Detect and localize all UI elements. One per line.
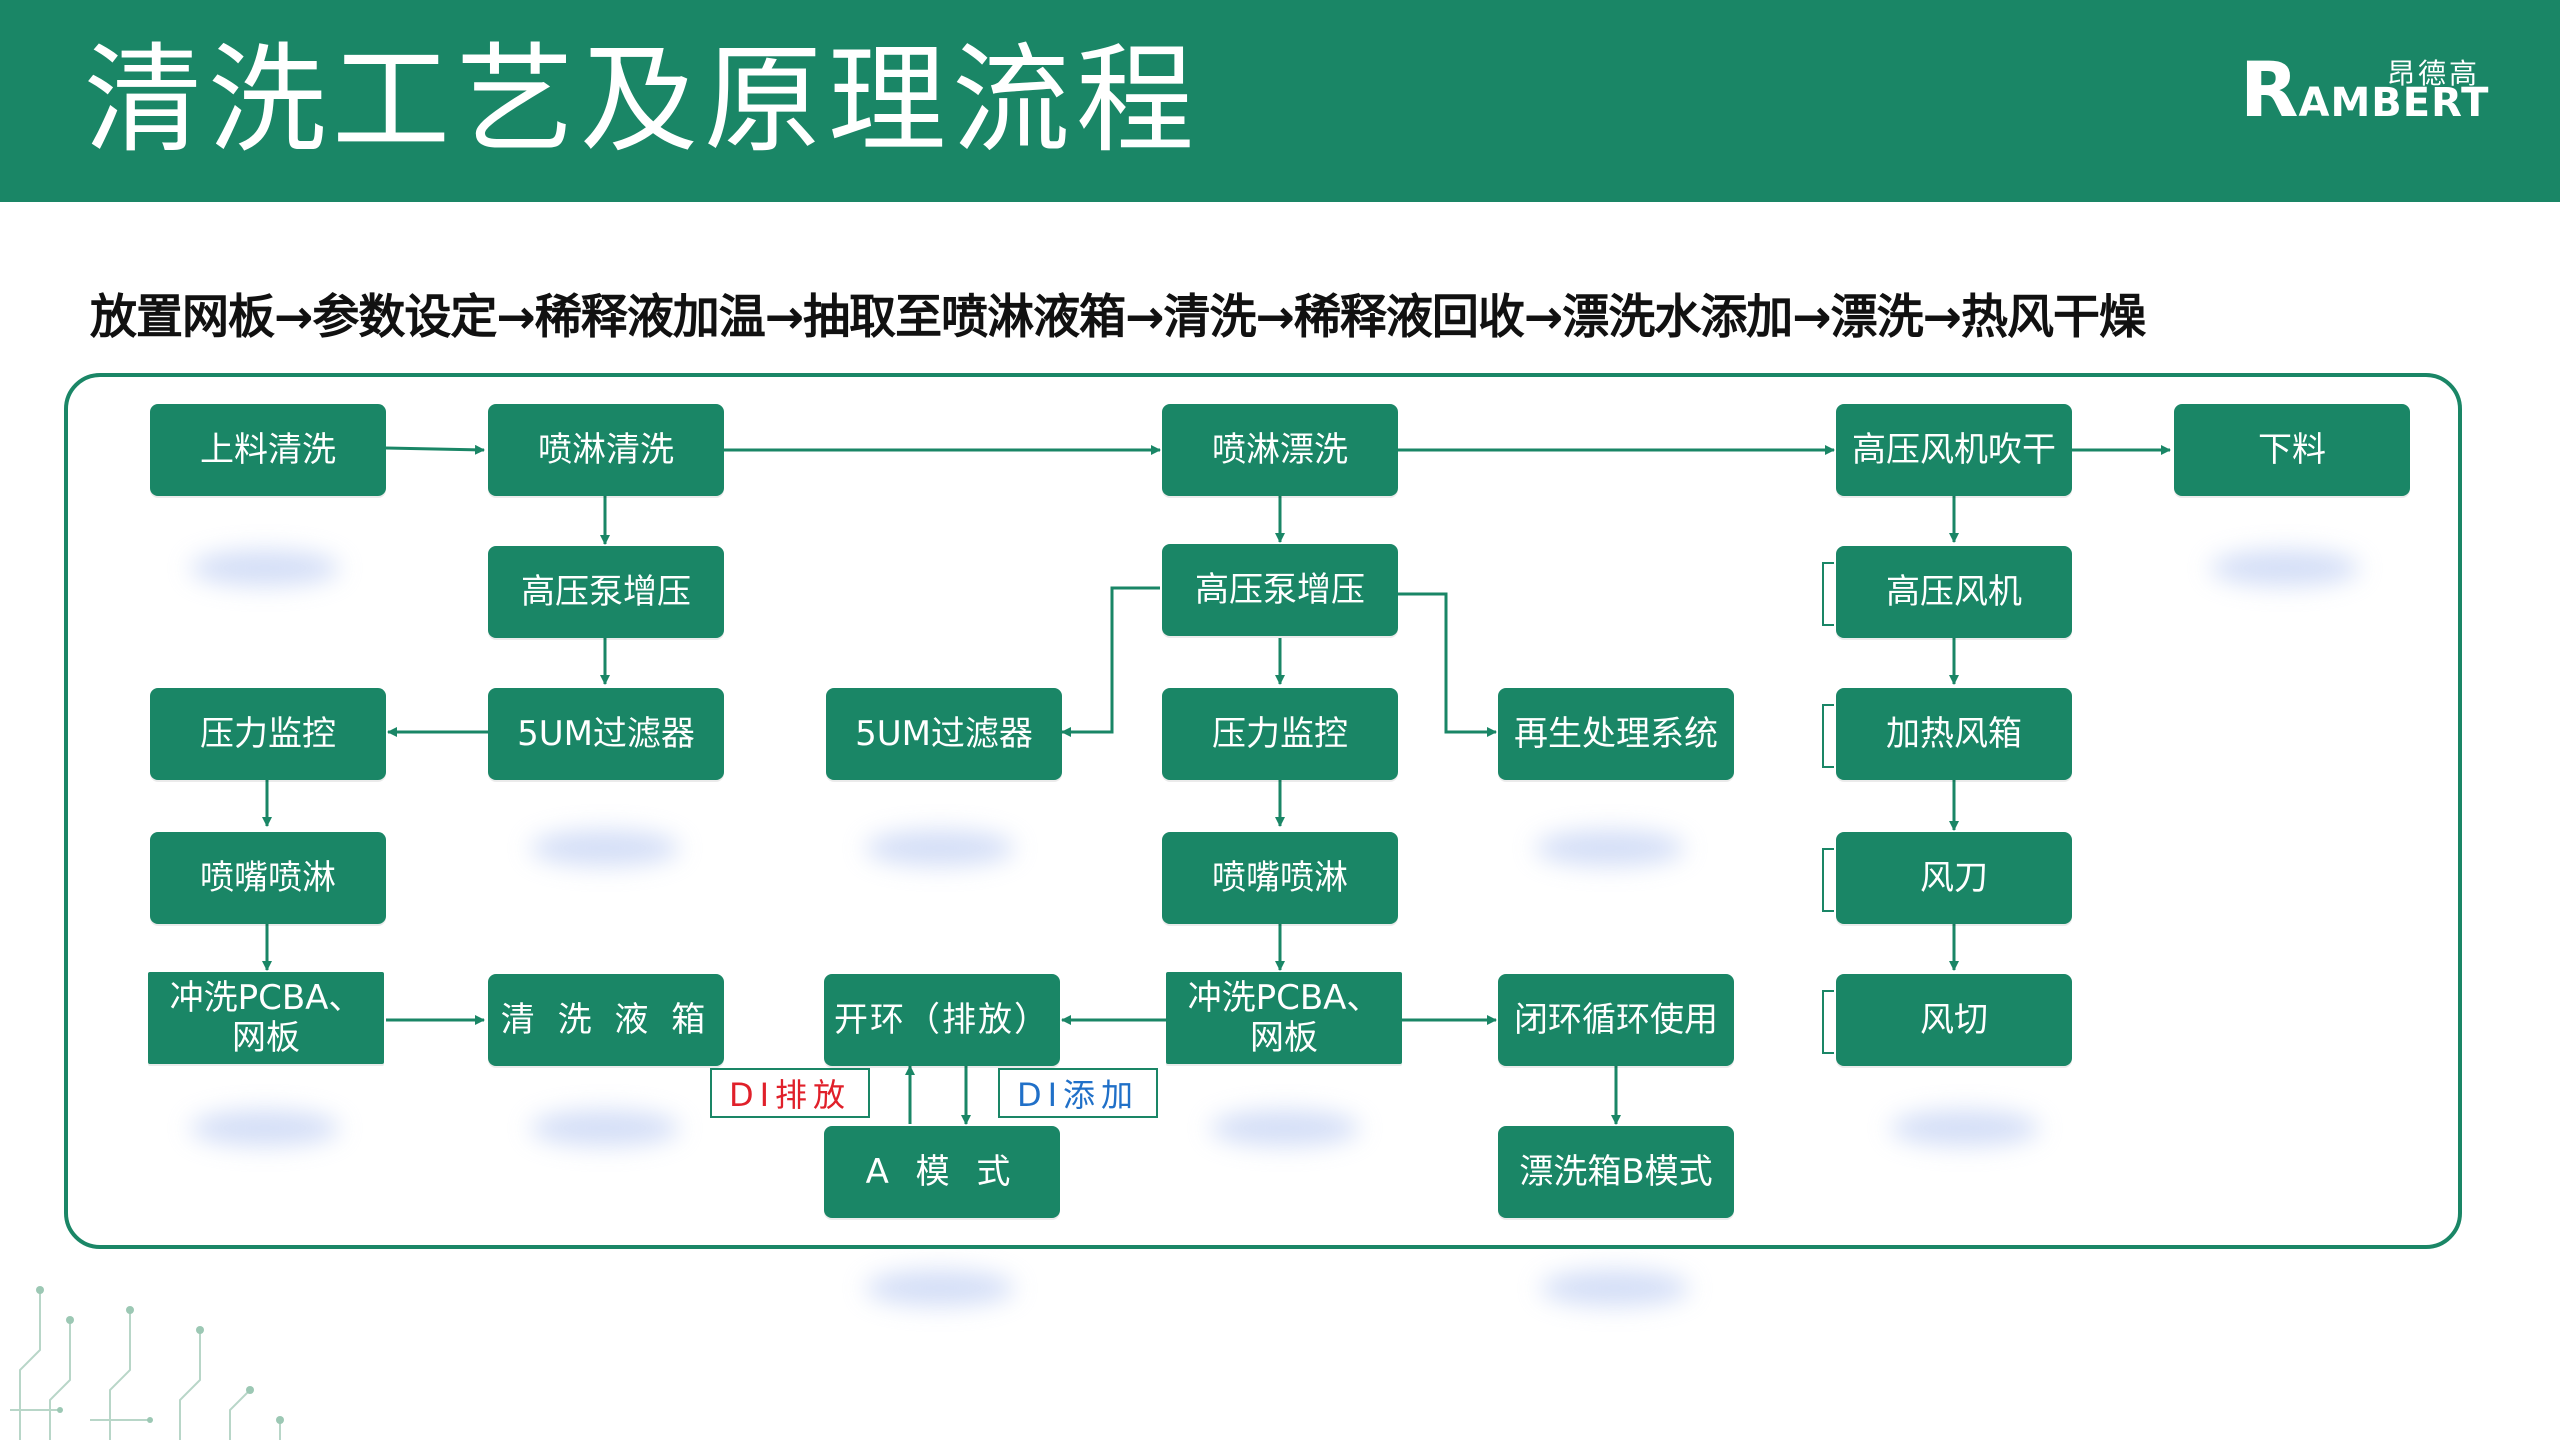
node-hp-fan: 高压风机 xyxy=(1822,546,2072,638)
arrow-pump-to-regen xyxy=(1398,592,1497,737)
node-spray-clean: 喷淋清洗 xyxy=(488,404,724,496)
page-title: 清洗工艺及原理流程 xyxy=(84,31,1201,169)
glow xyxy=(190,1110,340,1146)
node-flush-pcba-1: 冲洗PCBA、 网板 xyxy=(148,972,384,1064)
node-flush-pcba-2: 冲洗PCBA、 网板 xyxy=(1166,972,1402,1064)
node-nozzle-spray-1: 喷嘴喷淋 xyxy=(150,832,386,924)
node-pressure-monitor-2: 压力监控 xyxy=(1162,688,1398,780)
process-summary: 放置网板→参数设定→稀释液加温→抽取至喷淋液箱→清洗→稀释液回收→漂洗水添加→漂… xyxy=(90,290,2146,345)
arrow-load-to-spray xyxy=(385,444,485,455)
logo-english-text: RAMBERT xyxy=(2240,50,2489,143)
header-bar: 清洗工艺及原理流程 昂德高 RAMBERT xyxy=(0,0,2560,202)
glow xyxy=(865,1270,1015,1306)
logo-chinese-text: 昂德高 xyxy=(2386,57,2480,90)
glow xyxy=(865,830,1015,866)
node-air-cut: 风切 xyxy=(1822,974,2072,1066)
node-rinse-tank-b: 漂洗箱B模式 xyxy=(1498,1126,1734,1218)
node-hp-fan-dry: 高压风机吹干 xyxy=(1836,404,2072,496)
node-heat-box: 加热风箱 xyxy=(1822,688,2072,780)
glow xyxy=(1535,830,1685,866)
node-regen-system: 再生处理系统 xyxy=(1498,688,1734,780)
logo-initial: R xyxy=(2240,45,2299,134)
tag-di-add: DI添加 xyxy=(998,1068,1158,1118)
node-hp-pump-2: 高压泵增压 xyxy=(1162,544,1398,636)
node-hp-pump-1: 高压泵增压 xyxy=(488,546,724,638)
node-filter-2: 5UM过滤器 xyxy=(826,688,1062,780)
tag-di-drain: DI排放 xyxy=(710,1068,870,1118)
node-open-loop: 开环（排放） xyxy=(824,974,1060,1066)
node-pressure-monitor-1: 压力监控 xyxy=(150,688,386,780)
glow xyxy=(1540,1270,1690,1306)
glow xyxy=(1890,1110,2040,1146)
logo-rest: AMBERT xyxy=(2298,80,2490,126)
glow xyxy=(2210,550,2360,586)
glow xyxy=(190,550,340,586)
glow xyxy=(530,830,680,866)
arrow-pump-to-filter2 xyxy=(1061,586,1160,737)
rambert-logo: 昂德高 RAMBERT xyxy=(2240,50,2488,130)
node-clean-tank: 清 洗 液 箱 xyxy=(488,974,724,1066)
node-load-clean: 上料清洗 xyxy=(150,404,386,496)
circuit-decoration xyxy=(10,1286,284,1440)
diagram-frame xyxy=(64,373,2462,1249)
node-spray-rinse: 喷淋漂洗 xyxy=(1162,404,1398,496)
node-air-knife: 风刀 xyxy=(1822,832,2072,924)
node-closed-loop: 闭环循环使用 xyxy=(1498,974,1734,1066)
glow xyxy=(1210,1110,1360,1146)
node-unload: 下料 xyxy=(2174,404,2410,496)
node-mode-a: A 模 式 xyxy=(824,1126,1060,1218)
glow xyxy=(530,1110,680,1146)
node-nozzle-spray-2: 喷嘴喷淋 xyxy=(1162,832,1398,924)
node-filter-1: 5UM过滤器 xyxy=(488,688,724,780)
